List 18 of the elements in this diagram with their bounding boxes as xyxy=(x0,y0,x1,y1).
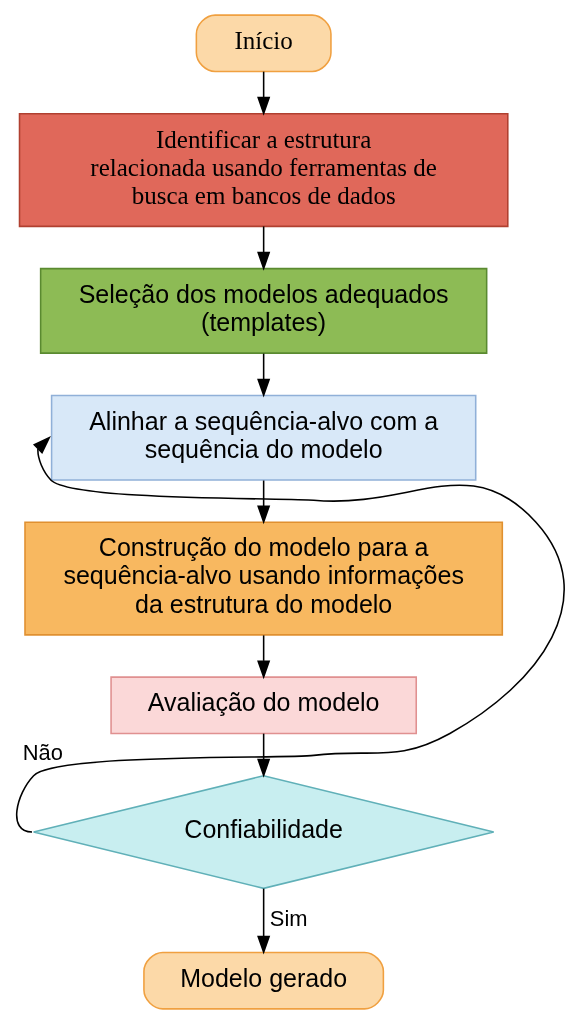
arrow xyxy=(257,732,271,778)
arrow xyxy=(257,887,271,955)
node-box: Avaliação do modelo xyxy=(110,676,417,735)
edge-label: Não xyxy=(22,740,63,766)
node-box: Modelo gerado xyxy=(143,951,385,1010)
arrow xyxy=(15,436,565,833)
edge-label: Sim xyxy=(269,906,308,932)
arrow xyxy=(257,479,271,525)
node-box: Alinhar a sequência-alvo com a sequência do modelo xyxy=(50,394,477,481)
arrow xyxy=(257,352,271,398)
node-box: Identificar a estrutura relacionada usando ferramentas de busca em bancos de dados xyxy=(18,112,509,228)
arrow xyxy=(257,70,271,116)
node-box: Seleção dos modelos adequados (templates) xyxy=(39,267,488,354)
node-diamond: Confiabilidade xyxy=(32,774,495,890)
arrow xyxy=(257,225,271,271)
node-box: Construção do modelo para a sequência-alvo usando informações da estrutura do modelo xyxy=(24,521,504,636)
node-box: Início xyxy=(195,14,332,73)
arrow xyxy=(257,634,271,680)
